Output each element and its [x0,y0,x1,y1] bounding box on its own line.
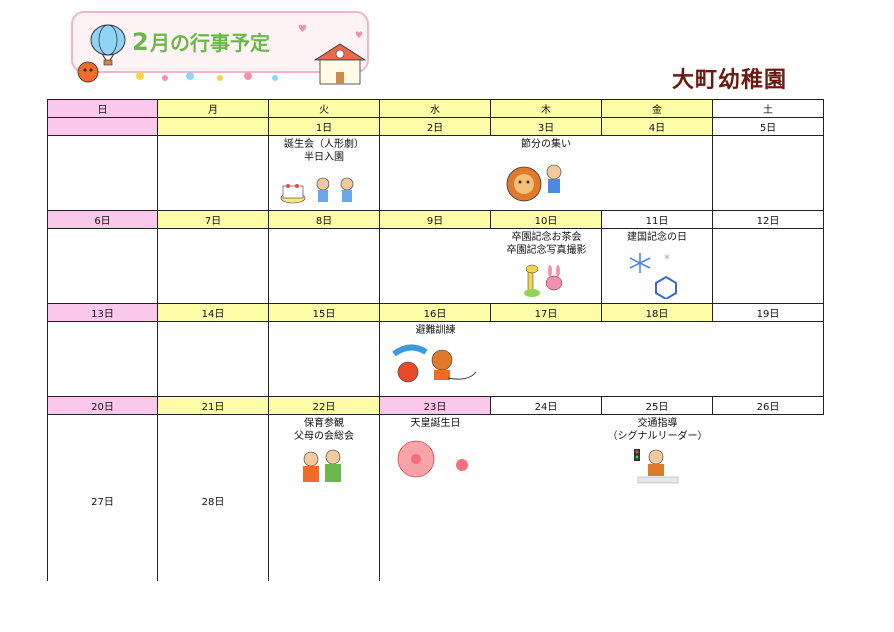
date-cell: 11日 [601,210,713,229]
date-cell: 20日 [47,396,158,415]
svg-text:月の行事予定: 月の行事予定 [149,31,270,55]
week3-content-row: 避難訓練 [47,321,824,397]
giraffe-rabbit-illustration [524,264,563,297]
day-cell: 誕生会（人形劇） 半日入園 [268,135,380,211]
svg-text:*: * [664,252,670,266]
header-banner: 2 月の行事予定 ♥ ♥ [70,10,370,90]
week4-date-row: 20日 21日 22日 23日 24日 25日 26日 [47,396,824,415]
date-label-28: 28日 [201,497,225,508]
date-cell: 23日 [379,396,491,415]
date-cell: 12日 [712,210,824,229]
date-cell: 22日 [268,396,380,415]
weekday-sat: 土 [712,99,824,118]
date-cell [157,117,269,136]
date-cell: 18日 [601,303,713,322]
weekday-fri: 金 [601,99,713,118]
day-cell [47,228,158,304]
date-cell: 13日 [47,303,158,322]
week2-date-row: 6日 7日 8日 9日 10日 11日 12日 [47,210,824,229]
svg-text:♥: ♥ [355,31,363,41]
event-line: 卒園記念お茶会 [511,232,582,243]
day-cell: 建国記念の日 * [601,228,713,304]
event-line: 半日入園 [304,152,344,163]
event-wed23: 天皇誕生日 [410,418,461,429]
event-tue22: 保育参観 父母の会総会 [270,417,379,443]
day-cell [268,228,380,304]
date-cell: 14日 [157,303,269,322]
day-cell [157,321,269,397]
weekday-sun: 日 [47,99,158,118]
date-cell [47,117,158,136]
day-cell [157,135,269,211]
week2-content-row: 卒園記念お茶会 卒園記念写真撮影 建国記念の日 [47,228,824,304]
date-cell: 6日 [47,210,158,229]
day-cell [157,228,269,304]
weekday-mon: 月 [157,99,269,118]
weekday-tue: 火 [268,99,380,118]
event-line: 交通指導 [637,418,678,429]
event-wed16: 避難訓練 [415,325,456,336]
day-cell: 避難訓練 [379,321,824,397]
date-cell: 2日 [379,117,491,136]
date-cell: 3日 [490,117,602,136]
day-cell [268,321,380,397]
day-cell [712,228,824,304]
parents-illustration [303,449,341,482]
day-cell: 卒園記念お茶会 卒園記念写真撮影 [379,228,602,304]
day-cell: 28日 [157,414,269,581]
date-cell: 16日 [379,303,491,322]
event-line: 誕生会（人形劇） [284,139,364,150]
event-line: （シグナルリーダー） [607,431,708,442]
snowflake-illustration: * [629,252,677,299]
date-cell: 7日 [157,210,269,229]
flower-illustration [397,440,468,478]
day-cell: 天皇誕生日 交通指導 （シグナルリーダー） [379,414,824,581]
day-cell [712,135,824,211]
date-cell: 5日 [712,117,824,136]
date-cell: 8日 [268,210,380,229]
weekday-wed: 水 [379,99,491,118]
traffic-guide-illustration [634,449,679,484]
date-cell: 15日 [268,303,380,322]
date-cell: 25日 [601,396,713,415]
date-cell: 4日 [601,117,713,136]
date-cell: 24日 [490,396,602,415]
date-cell: 19日 [712,303,824,322]
week3-date-row: 13日 14日 15日 16日 17日 18日 19日 [47,303,824,322]
svg-text:2: 2 [132,28,149,56]
date-cell: 9日 [379,210,491,229]
cake-children-illustration [280,177,354,204]
event-thu10: 卒園記念お茶会 卒園記念写真撮影 [491,231,601,257]
date-cell: 26日 [712,396,824,415]
event-line: 保育参観 [304,418,344,429]
week1-date-row: 1日 2日 3日 4日 5日 [47,117,824,136]
event-line: 卒園記念写真撮影 [506,245,587,256]
fire-drill-illustration [392,344,477,383]
date-cell: 17日 [490,303,602,322]
event-line: 父母の会総会 [294,431,354,442]
event-thu3: 節分の集い [521,139,571,150]
svg-text:♥: ♥ [298,24,307,35]
event-fri11: 建国記念の日 [627,232,687,243]
week1-content-row: 誕生会（人形劇） 半日入園 節分の集い [47,135,824,211]
calendar-table: 日 月 火 水 木 金 土 1日 2日 3日 4日 5日 誕生会（人形劇） 半日… [47,99,824,581]
day-cell: 保育参観 父母の会総会 [268,414,380,581]
day-cell [47,321,158,397]
date-cell: 21日 [157,396,269,415]
event-fri25: 交通指導 （シグナルリーダー） [602,417,713,443]
day-cell: 27日 [47,414,158,581]
day-cell [47,135,158,211]
weekday-header-row: 日 月 火 水 木 金 土 [47,99,824,118]
day-cell: 節分の集い [379,135,713,211]
event-tue1: 誕生会（人形劇） 半日入園 [270,138,379,164]
weekday-thu: 木 [490,99,602,118]
school-name: 大町幼稚園 [672,68,788,93]
date-label-27: 27日 [91,497,114,508]
date-cell: 1日 [268,117,380,136]
date-cell: 10日 [490,210,602,229]
week4-content-row: 27日 28日 保育参観 父母の会総会 [47,414,824,581]
setsubun-oni-illustration [506,164,562,202]
